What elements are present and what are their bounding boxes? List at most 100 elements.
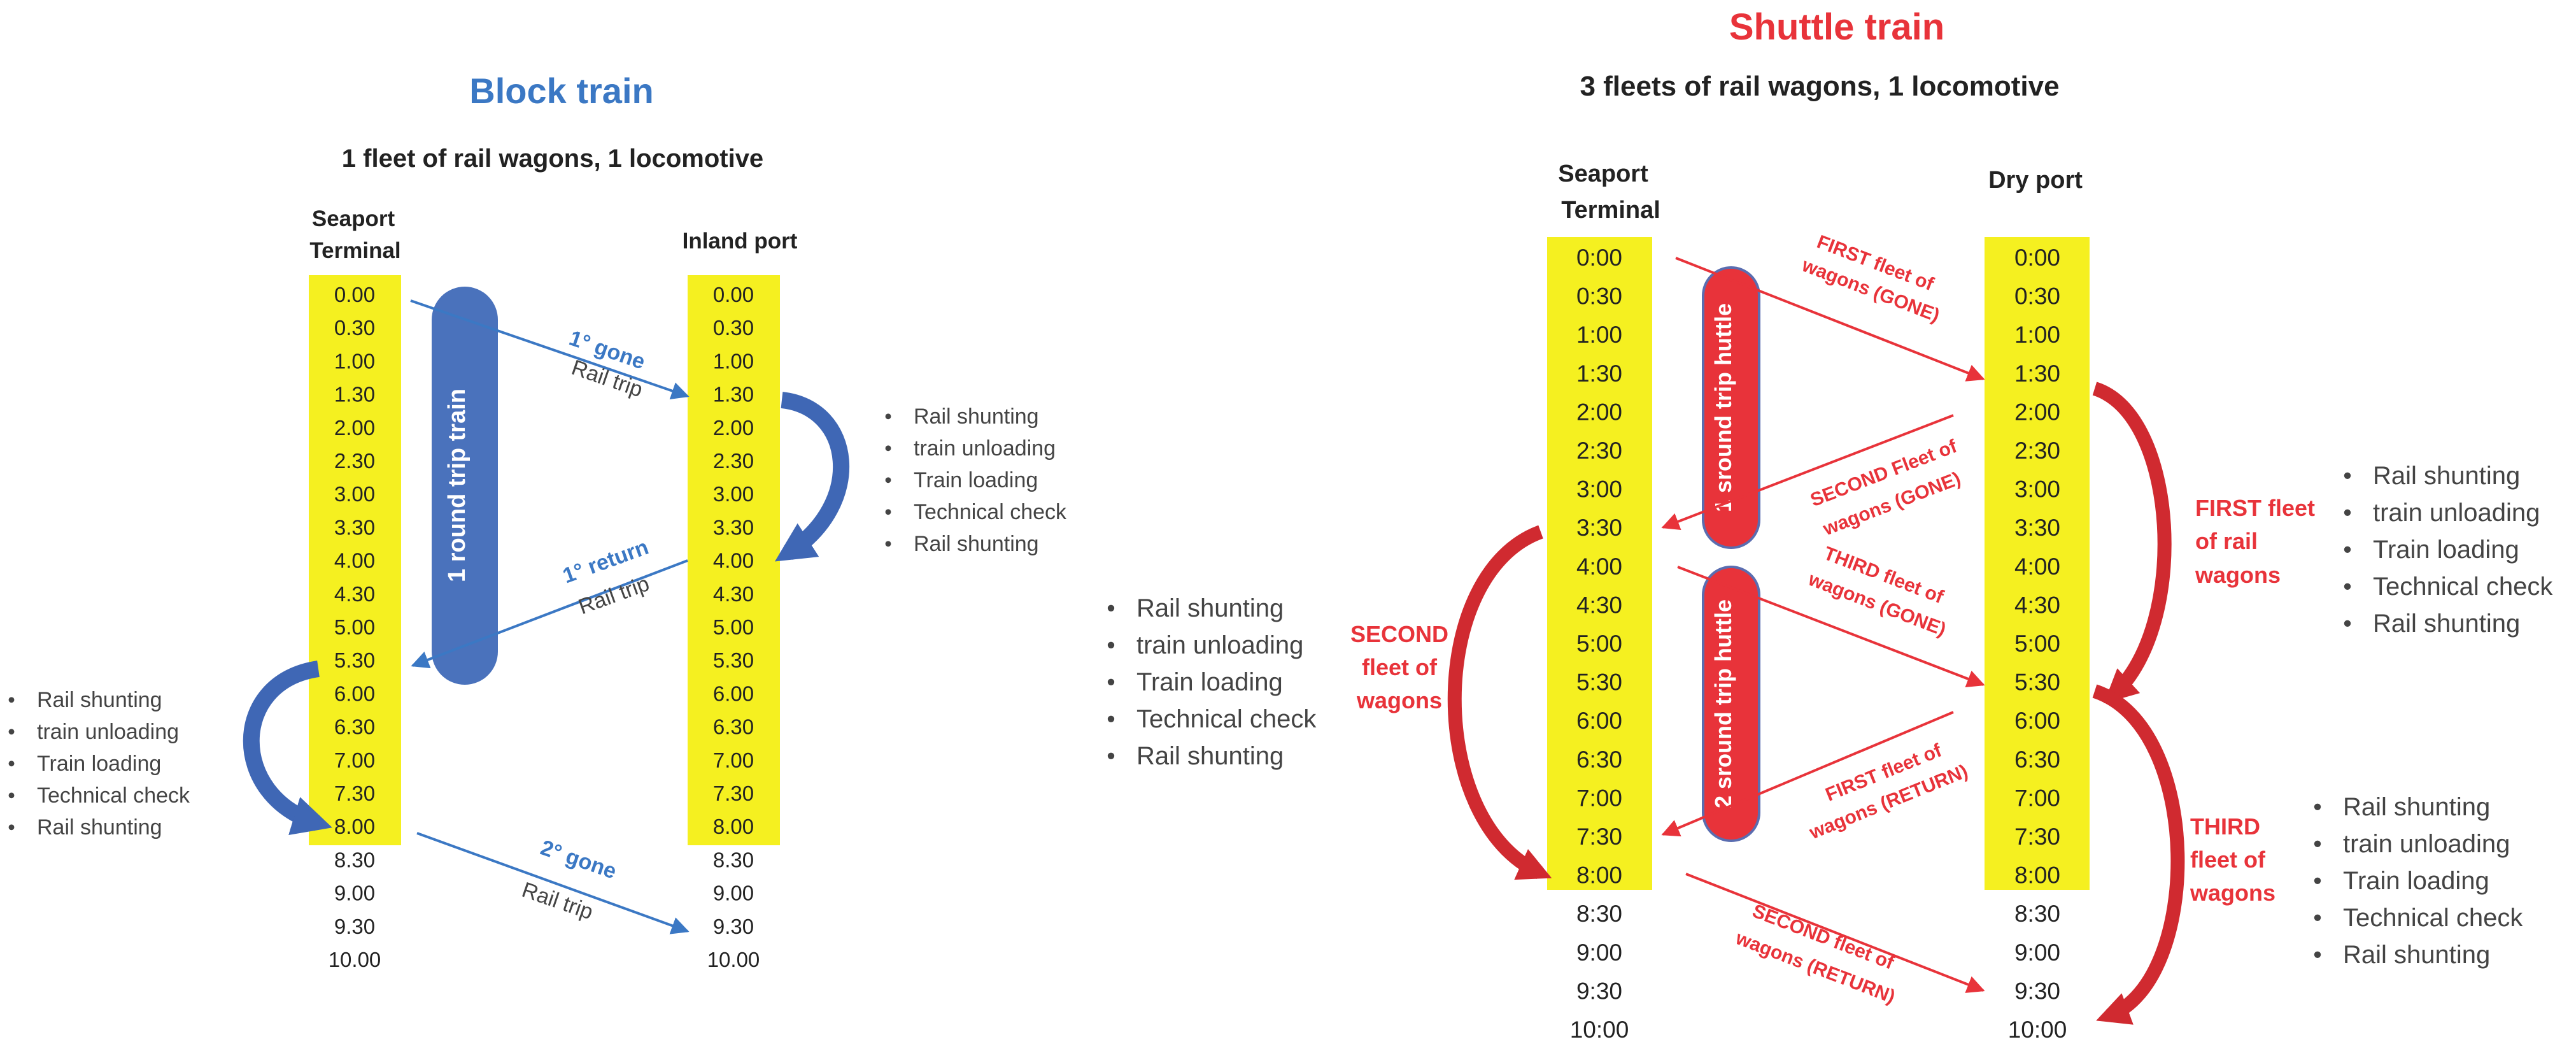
shuttle-third-activity-bullet xyxy=(2314,951,2321,959)
shuttle-left-time-label: 9:00 xyxy=(1576,940,1622,966)
block-left-time-label: 8.30 xyxy=(334,848,375,871)
block-right-activity-bullet xyxy=(885,413,891,420)
block-right-time-label: 7.00 xyxy=(713,748,754,772)
shuttle-right-time-label: 9:00 xyxy=(2014,940,2060,966)
block-right-time-label: 3.00 xyxy=(713,482,754,506)
shuttle-left-time-label: 1:30 xyxy=(1576,361,1622,387)
block-right-activity-bullet xyxy=(885,445,891,452)
shuttle-arrow-first-gone xyxy=(1675,257,1985,382)
block-train-title: Block train xyxy=(469,71,653,111)
shuttle-right-timeline-highlight xyxy=(1985,237,2090,890)
block-right-time-label: 0.30 xyxy=(713,316,754,340)
shuttle-pill-1 xyxy=(1702,266,1760,549)
shuttle-second-activity-item: Rail shunting xyxy=(1136,742,1284,770)
shuttle-left-time-label: 3:00 xyxy=(1576,476,1622,503)
shuttle-left-time-label: 7:00 xyxy=(1576,785,1622,811)
block-left-time-label: 7.30 xyxy=(334,782,375,805)
block-trip-label-gone-2: 2° gone xyxy=(537,836,619,884)
block-right-activity-item: Technical check xyxy=(914,500,1067,524)
block-right-activity-item: Train loading xyxy=(914,468,1038,492)
shuttle-second-activity-item: train unloading xyxy=(1136,631,1303,659)
block-right-time-label: 2.00 xyxy=(713,416,754,440)
block-left-time-label: 10.00 xyxy=(329,948,381,971)
block-right-activity-bullet xyxy=(885,541,891,547)
shuttle-right-time-label: 1:00 xyxy=(2014,322,2060,348)
shuttle-right-time-label: 3:00 xyxy=(2014,476,2060,503)
block-left-time-label: 0.00 xyxy=(334,283,375,306)
block-right-time-label: 6.00 xyxy=(713,682,754,705)
shuttle-left-time-label: 4:00 xyxy=(1576,554,1622,580)
block-left-times: 0.000.301.001.302.002.303.003.304.004.30… xyxy=(329,283,381,971)
block-left-activity-bullet xyxy=(8,761,15,767)
shuttle-second-activity-bullet xyxy=(1107,678,1115,686)
shuttle-right-time-label: 4:00 xyxy=(2014,554,2060,580)
block-right-activity-item: Rail shunting xyxy=(914,532,1039,556)
block-left-time-label: 1.00 xyxy=(334,349,375,373)
shuttle-first-activity-bullet xyxy=(2344,620,2351,627)
block-round-trip-label: 1 round trip train xyxy=(444,389,471,582)
shuttle-right-time-label: 5:00 xyxy=(2014,631,2060,657)
shuttle-right-time-label: 2:30 xyxy=(2014,438,2060,464)
shuttle-second-activity-bullet xyxy=(1107,715,1115,723)
block-trip-arrow-return-1 xyxy=(411,559,688,669)
fleet-third-label-3: wagons xyxy=(2190,880,2275,906)
shuttle-right-time-label: 6:00 xyxy=(2014,708,2060,734)
shuttle-right-time-label: 7:00 xyxy=(2014,785,2060,811)
block-right-time-label: 1.00 xyxy=(713,349,754,373)
shuttle-third-activity-item: Rail shunting xyxy=(2343,941,2490,969)
shuttle-arrow-second-gone xyxy=(1661,414,1954,530)
block-left-activity-bullet xyxy=(8,792,15,799)
shuttle-left-header-line2: Terminal xyxy=(1561,197,1660,224)
fleet-second-label-1: SECOND xyxy=(1350,621,1448,647)
shuttle-dwell-arrow-second xyxy=(1447,525,1552,880)
shuttle-left-time-label: 2:30 xyxy=(1576,438,1622,464)
block-right-activity-item: Rail shunting xyxy=(914,404,1039,429)
block-right-times: 0.000.301.001.302.002.303.003.304.004.30… xyxy=(707,283,760,971)
shuttle-right-time-label: 1:30 xyxy=(2014,361,2060,387)
shuttle-left-time-label: 10:00 xyxy=(1570,1017,1629,1043)
block-right-timeline-highlight xyxy=(688,275,780,845)
shuttle-pill-2 xyxy=(1702,566,1760,842)
block-left-time-label: 3.00 xyxy=(334,482,375,506)
block-left-activity-bullet xyxy=(8,697,15,703)
block-trip-arrow-gone-1 xyxy=(410,299,690,400)
block-left-activity-item: Rail shunting xyxy=(37,815,162,840)
shuttle-first-activity-bullet xyxy=(2344,472,2351,479)
block-right-time-label: 10.00 xyxy=(707,948,760,971)
shuttle-left-time-label: 7:30 xyxy=(1576,824,1622,850)
shuttle-train-section: Shuttle train 3 fleets of rail wagons, 1… xyxy=(1107,6,2553,1043)
block-round-trip-pill xyxy=(432,287,498,685)
fleet-third-label-2: fleet of xyxy=(2190,847,2266,873)
fleet-second-label-3: wagons xyxy=(1356,687,1442,713)
shuttle-train-subtitle: 3 fleets of rail wagons, 1 locomotive xyxy=(1580,71,2059,102)
shuttle-left-header-line1: Seaport xyxy=(1558,161,1648,187)
shuttle-right-time-label: 8:00 xyxy=(2014,862,2060,889)
block-left-timeline-highlight xyxy=(309,275,401,845)
shuttle-right-times: 0:000:301:001:302:002:303:003:304:004:30… xyxy=(2008,245,2067,1043)
shuttle-right-time-label: 4:30 xyxy=(2014,592,2060,618)
shuttle-pill-1-label: 1 sround trip huttle xyxy=(1710,303,1736,512)
shuttle-third-activity-bullet xyxy=(2314,840,2321,848)
block-right-time-label: 1.30 xyxy=(713,383,754,406)
block-train-subtitle: 1 fleet of rail wagons, 1 locomotive xyxy=(342,145,763,173)
shuttle-third-activity-bullet xyxy=(2314,914,2321,922)
shuttle-first-activity-item: Rail shunting xyxy=(2373,462,2520,490)
block-left-time-label: 5.30 xyxy=(334,648,375,672)
shuttle-first-activity-item: Train loading xyxy=(2373,536,2519,564)
shuttle-left-time-label: 5:00 xyxy=(1576,631,1622,657)
shuttle-first-activity-item: train unloading xyxy=(2373,499,2540,527)
block-trip-arrow-gone-2 xyxy=(416,832,690,934)
shuttle-third-activity-item: Train loading xyxy=(2343,867,2489,895)
shuttle-first-activity-bullet xyxy=(2344,509,2351,516)
block-right-time-label: 8.00 xyxy=(713,815,754,838)
shuttle-left-time-label: 6:00 xyxy=(1576,708,1622,734)
block-left-time-label: 2.00 xyxy=(334,416,375,440)
shuttle-second-activity-item: Technical check xyxy=(1136,705,1317,733)
block-left-header-line2: Terminal xyxy=(309,238,400,263)
shuttle-left-time-label: 3:30 xyxy=(1576,515,1622,541)
block-left-time-label: 1.30 xyxy=(334,383,375,406)
block-right-time-label: 0.00 xyxy=(713,283,754,306)
